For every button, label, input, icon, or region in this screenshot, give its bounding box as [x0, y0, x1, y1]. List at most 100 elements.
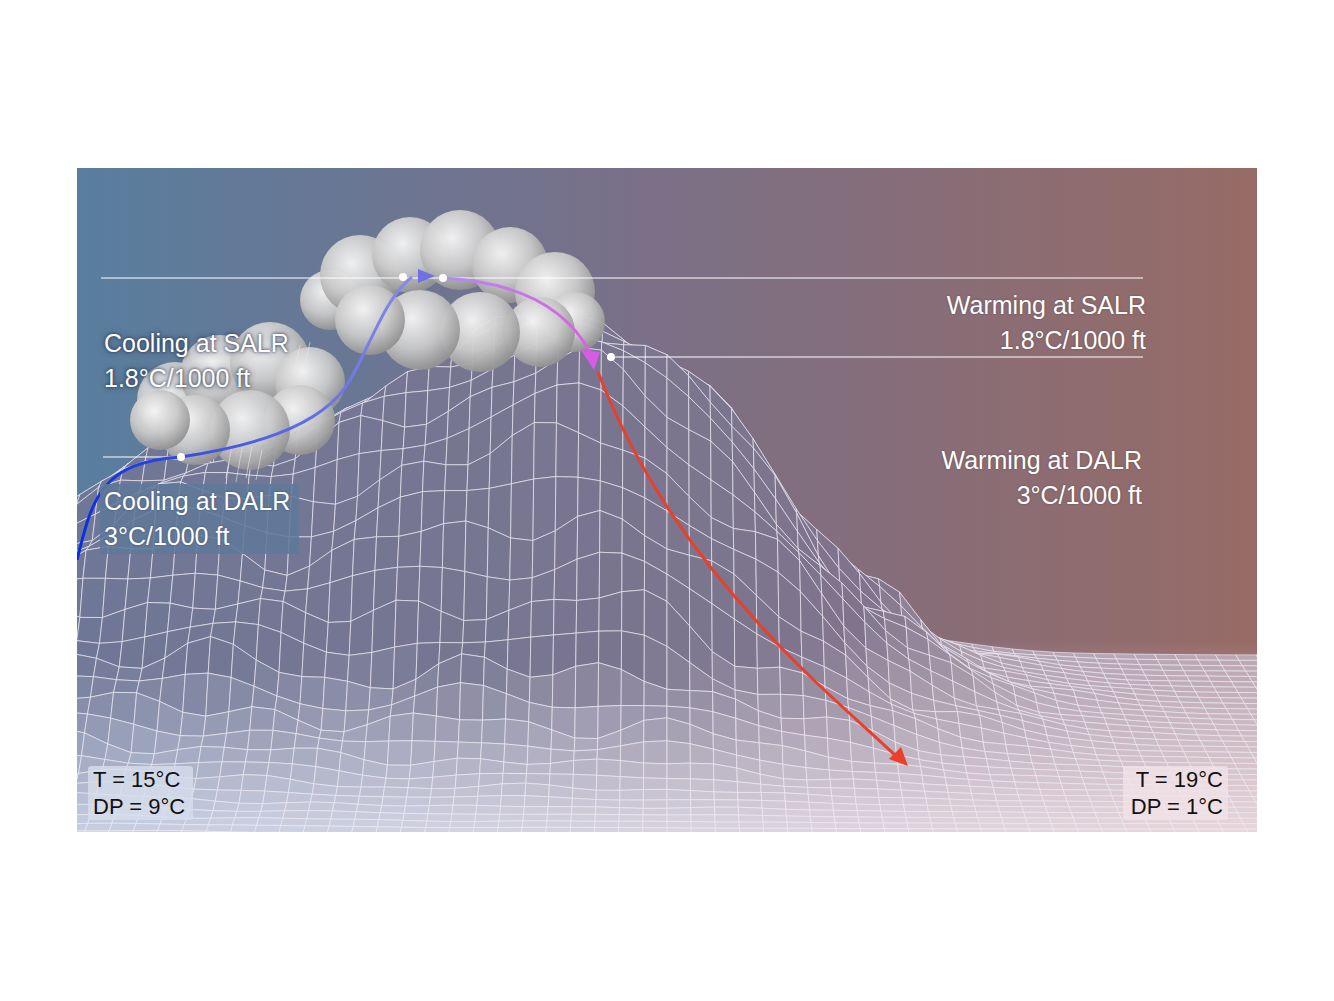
- mesh-cell: [287, 793, 313, 803]
- mesh-cell: [1223, 741, 1248, 747]
- mesh-cell: [511, 479, 534, 541]
- mesh-cell: [738, 807, 762, 815]
- mesh-cell: [643, 815, 667, 821]
- mesh-cell: [170, 573, 195, 608]
- mesh-cell: [949, 799, 974, 806]
- mesh-cell: [409, 762, 434, 779]
- mesh-cell: [241, 775, 267, 791]
- mesh-cell: [450, 822, 475, 828]
- rain-streak: [256, 450, 262, 480]
- level-dot: [177, 453, 185, 461]
- mesh-cell: [759, 726, 783, 746]
- mesh-cell: [428, 805, 453, 814]
- mesh-cell: [288, 779, 313, 794]
- mesh-cell: [157, 701, 183, 735]
- mesh-cell: [1229, 714, 1254, 720]
- mesh-cell: [109, 823, 136, 831]
- mesh-cell: [1147, 824, 1174, 829]
- mesh-cell: [352, 826, 378, 832]
- mesh-cell: [978, 818, 1004, 824]
- mesh-cell: [573, 774, 597, 790]
- mesh-cell: [354, 508, 378, 540]
- mesh-cell: [1071, 813, 1097, 819]
- mesh-cell: [248, 730, 273, 750]
- mesh-cell: [524, 807, 548, 815]
- mesh-cell: [807, 779, 831, 787]
- mesh-cell: [834, 817, 859, 823]
- mesh-cell: [667, 828, 691, 832]
- mesh-cell: [667, 763, 690, 779]
- mesh-cell: [1093, 807, 1119, 813]
- mesh-cell: [426, 821, 451, 828]
- mesh-cell: [1235, 687, 1257, 693]
- mesh-cell: [222, 747, 248, 762]
- mesh-cell: [82, 831, 109, 832]
- mesh-cell: [1228, 676, 1252, 682]
- mesh-cell: [690, 663, 713, 692]
- mesh-cell: [1161, 751, 1186, 757]
- mesh-cell: [478, 784, 502, 796]
- mesh-cell: [644, 741, 667, 764]
- mesh-cell: [185, 637, 210, 675]
- mesh-cell: [1134, 654, 1157, 659]
- mesh-cell: [526, 763, 550, 774]
- mesh-cell: [502, 773, 526, 784]
- mesh-cell: [217, 775, 243, 791]
- mesh-cell: [739, 815, 763, 822]
- mesh-cell: [1202, 703, 1226, 709]
- mesh-cell: [139, 658, 165, 681]
- mesh-cell: [500, 806, 525, 814]
- mesh-cell: [599, 592, 622, 631]
- mesh-cell: [856, 804, 881, 811]
- mesh-cell: [321, 709, 346, 732]
- mesh-cell: [382, 797, 407, 806]
- mesh-cell: [204, 831, 231, 832]
- mesh-cell: [1215, 655, 1239, 661]
- mesh-cell: [570, 827, 595, 832]
- mesh-cell: [1226, 709, 1251, 715]
- mesh-cell: [429, 797, 454, 806]
- mesh-cell: [199, 746, 225, 762]
- mesh-cell: [546, 821, 571, 827]
- mesh-cell: [133, 823, 160, 830]
- mesh-cell: [332, 803, 357, 812]
- mesh-cell: [546, 827, 571, 832]
- mesh-cell: [599, 552, 622, 598]
- mesh-cell: [853, 779, 877, 789]
- mesh-cell: [404, 806, 429, 814]
- mesh-cell: [621, 670, 644, 706]
- mesh-cell: [453, 796, 478, 805]
- mesh-cell: [1157, 660, 1180, 666]
- mesh-cell: [372, 600, 396, 652]
- mesh-cell: [193, 573, 218, 609]
- sky-background: [77, 168, 1257, 832]
- mesh-cell: [667, 646, 690, 690]
- mesh-cell: [1251, 752, 1257, 758]
- mesh-cell: [162, 643, 187, 678]
- mesh-cell: [501, 783, 525, 796]
- mesh-cell: [521, 827, 546, 832]
- mesh-cell: [783, 764, 807, 780]
- mountain-wireframe: [77, 315, 1257, 832]
- mesh-cell: [1241, 698, 1257, 704]
- mesh-cell: [904, 805, 929, 812]
- mesh-cell: [403, 424, 426, 448]
- mesh-cell: [1205, 708, 1230, 714]
- mesh-cell: [465, 521, 488, 577]
- mesh-cell: [1232, 802, 1257, 807]
- mesh-cell: [106, 831, 133, 832]
- mesh-cell: [997, 801, 1022, 807]
- mesh-cell: [406, 366, 429, 392]
- mesh-cell: [667, 718, 690, 744]
- mesh-cell: [1245, 741, 1257, 747]
- mesh-cell: [619, 821, 643, 827]
- mesh-cell: [532, 570, 555, 602]
- mesh-cell: [833, 803, 858, 810]
- mesh-cell: [902, 798, 927, 806]
- mesh-cell: [1116, 750, 1141, 757]
- mesh-cell: [461, 654, 485, 686]
- mesh-cell: [955, 823, 981, 829]
- arrowhead: [418, 269, 435, 283]
- mesh-cell: [1255, 802, 1257, 807]
